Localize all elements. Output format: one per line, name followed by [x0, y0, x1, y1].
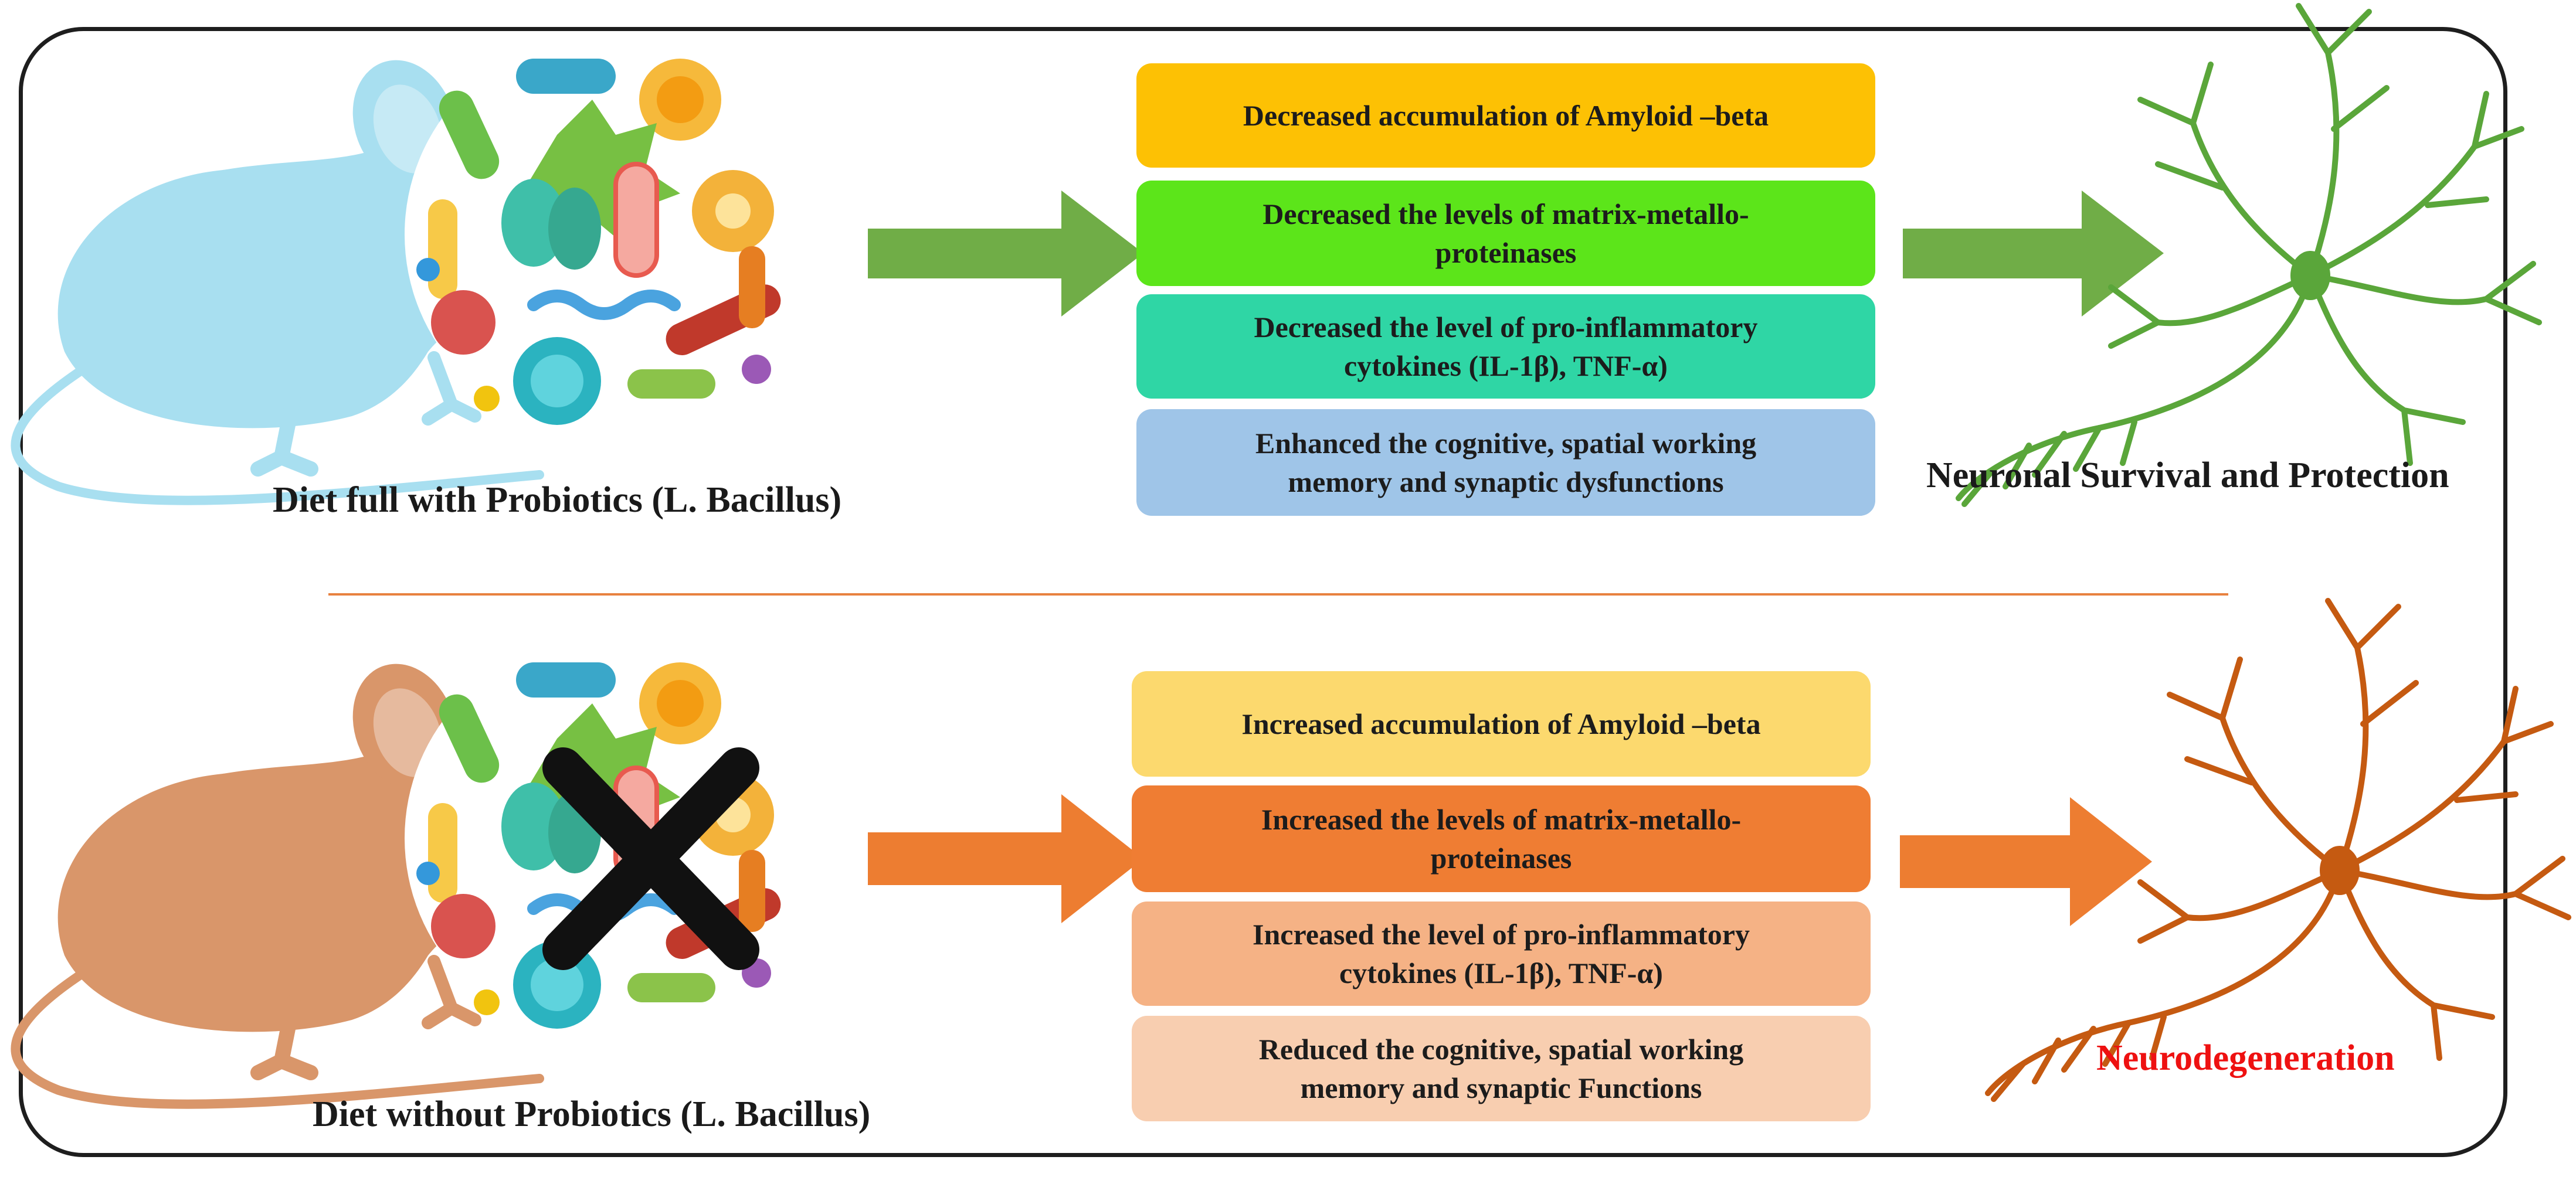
section-divider	[328, 593, 2228, 596]
cross-mark-icon	[542, 747, 759, 970]
bottom-diet-caption: Diet without Probiotics (L. Bacillus)	[313, 1094, 871, 1134]
bottom-box-amyloid: Increased accumulation of Amyloid –beta	[1132, 671, 1871, 777]
bottom-box-cognitive: Reduced the cognitive, spatial working m…	[1132, 1016, 1871, 1121]
bottom-box-mmp: Increased the levels of matrix-metallo- …	[1132, 785, 1871, 892]
bottom-arrow-right	[1900, 797, 2152, 926]
top-box-mmp: Decreased the levels of matrix-metallo- …	[1136, 181, 1875, 286]
probiotic-bacteria-circle-icon	[405, 35, 803, 434]
bottom-arrow-left	[868, 794, 1143, 923]
top-box-amyloid: Decreased accumulation of Amyloid –beta	[1136, 63, 1875, 168]
top-arrow-left	[868, 191, 1143, 317]
top-box-cytokines: Decreased the level of pro-inflammatory …	[1136, 294, 1875, 399]
bottom-box-cytokines: Increased the level of pro-inflammatory …	[1132, 902, 1871, 1006]
top-diet-caption: Diet full with Probiotics (L. Bacillus)	[273, 480, 842, 520]
top-arrow-right	[1903, 191, 2164, 317]
top-outcome-label: Neuronal Survival and Protection	[1926, 455, 2449, 495]
bottom-outcome-label: Neurodegeneration	[2096, 1038, 2395, 1078]
top-box-cognitive: Enhanced the cognitive, spatial working …	[1136, 409, 1875, 516]
